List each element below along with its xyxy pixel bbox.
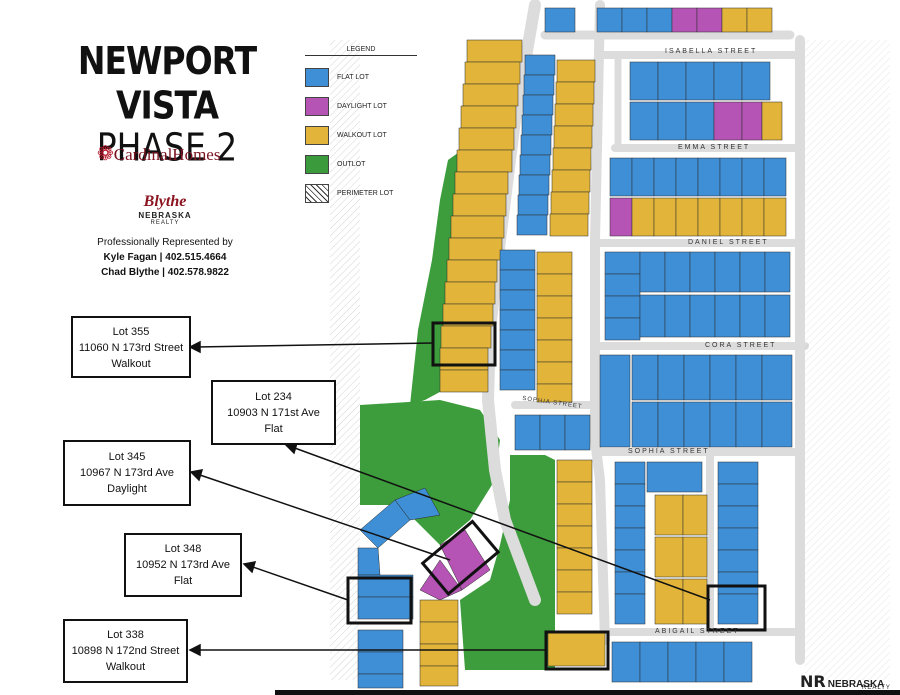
legend-label-walkout: WALKOUT LOT	[337, 132, 387, 139]
contact-agent-1: Kyle Fagan | 402.515.4664	[103, 252, 227, 263]
outlot-south	[460, 455, 555, 670]
outlot-central	[360, 400, 500, 545]
street-label-isabella: ISABELLA STREET	[665, 48, 758, 55]
legend-item-daylight: DAYLIGHT LOT	[305, 92, 417, 121]
street-label-emma: EMMA STREET	[678, 144, 751, 151]
cardinal-logo-text: CardinalHomes	[113, 145, 221, 164]
callout-345-lot: Lot 345	[108, 451, 146, 463]
street-label-cora: CORA STREET	[705, 342, 777, 349]
blythe-logo-realty: REALTY	[150, 220, 180, 226]
blythe-logo-state: NEBRASKA	[138, 211, 192, 220]
street-label-abigail: ABIGAIL STREET	[655, 628, 740, 635]
callout-355-address: 11060 N 173rd Street	[78, 342, 184, 354]
perimeter-strip-east	[805, 40, 890, 680]
contact-intro: Professionally Represented by	[97, 237, 233, 248]
legend-label-perimeter: PERIMETER LOT	[337, 190, 394, 197]
callout-338-lot: Lot 338	[107, 629, 144, 641]
map-title: NEWPORT VISTA PHASE 2	[62, 38, 272, 170]
lots-daniel-cora	[604, 251, 791, 341]
perimeter-strip-west	[330, 40, 360, 680]
callout-lot-338: Lot 338 10898 N 172nd Street Walkout	[63, 619, 188, 683]
nr-logo-sub: REALTY	[862, 685, 891, 691]
contact-info: Professionally Represented by Kyle Fagan…	[80, 235, 250, 280]
title-line-1: NEWPORT VISTA	[77, 38, 257, 128]
legend-swatch-outlot	[305, 155, 329, 174]
legend-item-perimeter: PERIMETER LOT	[305, 179, 417, 208]
highlight-lot-348	[346, 576, 413, 625]
street-173rd	[590, 0, 610, 645]
callout-arrows	[188, 340, 711, 657]
legend-label-outlot: OUTLOT	[337, 161, 366, 168]
callout-345-address: 10967 N 173rd Ave	[80, 467, 174, 479]
blythe-realty-logo: Blythe NEBRASKA REALTY	[130, 193, 200, 226]
callout-345-type: Daylight	[107, 483, 147, 495]
legend-label-daylight: DAYLIGHT LOT	[337, 103, 387, 110]
legend-swatch-flat	[305, 68, 329, 87]
callout-lot-234: Lot 234 10903 N 171st Ave Flat	[211, 380, 336, 445]
lots-top-row	[544, 7, 773, 33]
highlight-lot-355	[431, 321, 497, 367]
callout-355-lot: Lot 355	[112, 326, 150, 338]
cardinal-bird-icon: ❁	[97, 143, 114, 165]
lots-west-curve	[357, 487, 441, 689]
callout-lot-355: Lot 355 11060 N 173rd Street Walkout	[71, 316, 191, 378]
contact-agent-2: Chad Blythe | 402.578.9822	[101, 267, 229, 278]
lots-cora-sophia	[599, 354, 793, 448]
legend-item-flat: FLAT LOT	[305, 63, 417, 92]
street-network	[481, 0, 809, 665]
bottom-border	[275, 690, 900, 695]
street-label-daniel: DANIEL STREET	[688, 239, 769, 246]
legend-item-outlot: OUTLOT	[305, 150, 417, 179]
blythe-logo-name: Blythe	[143, 193, 187, 210]
legend-item-walkout: WALKOUT LOT	[305, 121, 417, 150]
callout-355-type: Walkout	[111, 358, 151, 370]
callout-234-address: 10903 N 171st Ave	[227, 407, 320, 419]
nr-logo-mark: NR	[800, 672, 826, 691]
lots-isabella-emma	[629, 61, 783, 141]
callout-lot-348: Lot 348 10952 N 173rd Ave Flat	[124, 533, 242, 597]
callout-348-lot: Lot 348	[164, 543, 202, 555]
callout-348-type: Flat	[173, 575, 193, 587]
highlight-lot-234	[706, 584, 767, 632]
lot-highlight-boxes	[346, 321, 767, 671]
legend-swatch-daylight	[305, 97, 329, 116]
legend-label-flat: FLAT LOT	[337, 74, 370, 81]
lots-emma-daniel	[609, 157, 787, 237]
lots-sophia-abigail	[611, 461, 759, 683]
callout-338-type: Walkout	[105, 661, 146, 673]
callout-338-address: 10898 N 172nd Street	[71, 645, 180, 657]
callout-348-address: 10952 N 173rd Ave	[136, 559, 230, 571]
lots-central-flat	[499, 54, 591, 451]
legend-swatch-walkout	[305, 126, 329, 145]
lots-central-walkout	[536, 59, 596, 403]
street-label-sophia-east: SOPHIA STREET	[628, 448, 710, 455]
legend: LEGEND FLAT LOT DAYLIGHT LOT WALKOUT LOT…	[305, 46, 417, 208]
nr-logo-name: NEBRASKA	[827, 679, 885, 690]
legend-swatch-perimeter	[305, 184, 329, 203]
legend-title: LEGEND	[305, 46, 417, 56]
title-line-2: PHASE 2	[96, 125, 238, 170]
cardinal-homes-logo: ❁CardinalHomes	[97, 141, 220, 166]
callout-234-lot: Lot 234	[255, 391, 292, 403]
highlight-lot-345	[420, 519, 501, 597]
callout-lot-345: Lot 345 10967 N 173rd Ave Daylight	[63, 440, 191, 506]
callout-234-type: Flat	[264, 423, 283, 435]
